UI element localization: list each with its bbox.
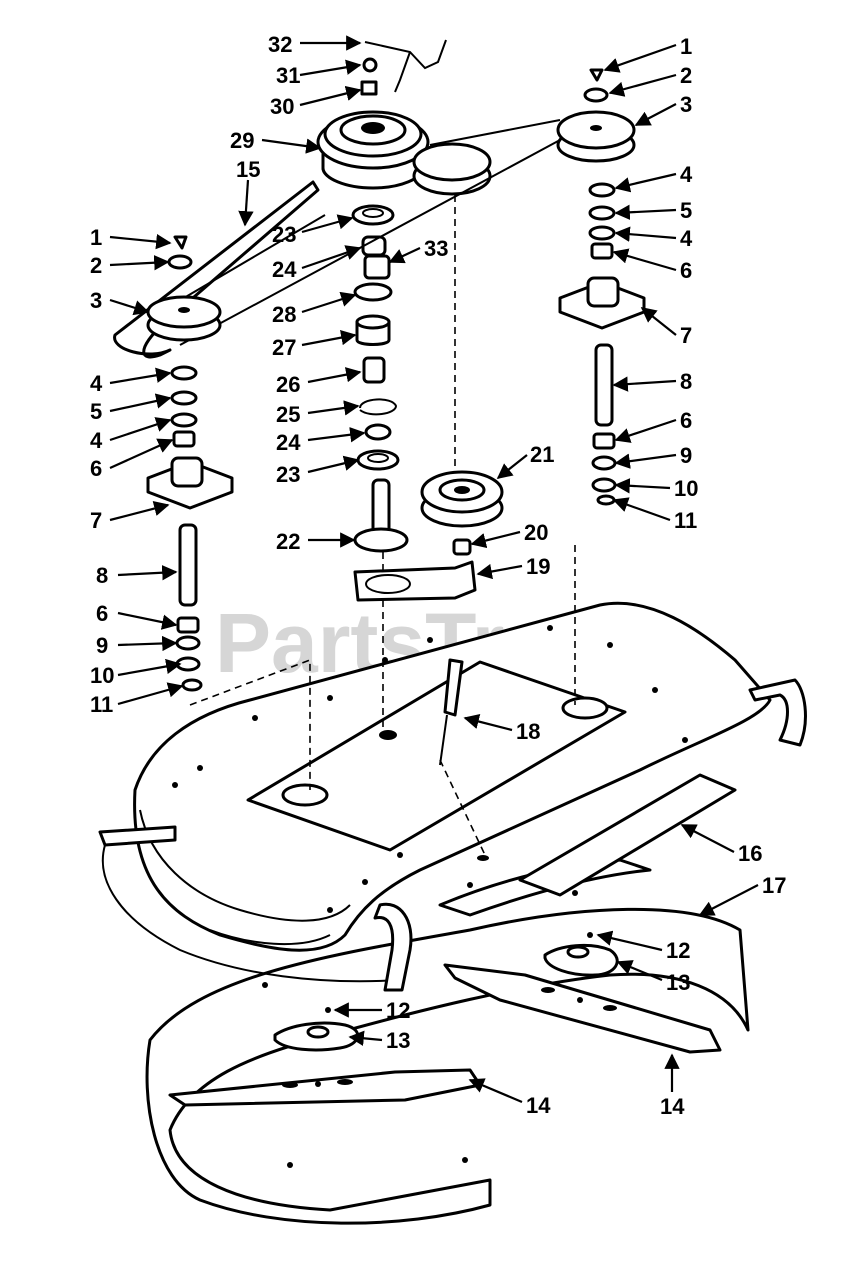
- callout-11-right: 11: [674, 508, 697, 533]
- callout-27: 27: [272, 335, 296, 360]
- callout-20: 20: [524, 520, 548, 545]
- callout-4-left-lower: 4: [90, 428, 103, 453]
- callout-2-left: 2: [90, 253, 102, 278]
- callout-3-left: 3: [90, 288, 102, 313]
- callout-14-left: 14: [526, 1093, 551, 1118]
- callout-9-left: 9: [96, 633, 108, 658]
- left-spindle-stack: [146, 235, 234, 692]
- callout-22: 22: [276, 529, 300, 554]
- callout-9-right: 9: [680, 443, 692, 468]
- callout-30: 30: [270, 94, 294, 119]
- callout-4-right-lower: 4: [680, 226, 693, 251]
- callout-3-right: 3: [680, 92, 692, 117]
- callout-17: 17: [762, 873, 786, 898]
- callout-2-right: 2: [680, 63, 692, 88]
- callout-11-left: 11: [90, 692, 113, 717]
- blade-right: [443, 963, 722, 1054]
- callout-21: 21: [530, 442, 554, 467]
- callout-14-right: 14: [660, 1094, 685, 1119]
- blade-bolt-left: [325, 1007, 331, 1013]
- callout-1-right: 1: [680, 34, 692, 59]
- callout-13-left: 13: [386, 1028, 410, 1053]
- callout-6-left-lower: 6: [96, 601, 108, 626]
- blade-adapter-right: [543, 944, 619, 977]
- callout-6-right-lower: 6: [680, 408, 692, 433]
- blade-bolt-right: [587, 932, 593, 938]
- callout-5-left: 5: [90, 399, 102, 424]
- callout-31: 31: [276, 63, 300, 88]
- callout-33: 33: [424, 236, 448, 261]
- callout-8-left: 8: [96, 563, 108, 588]
- callout-12-left: 12: [386, 998, 410, 1023]
- callout-7-right: 7: [680, 323, 692, 348]
- callout-25: 25: [276, 402, 300, 427]
- right-spindle-stack: [556, 68, 646, 506]
- callout-16: 16: [738, 841, 762, 866]
- callout-24-upper: 24: [272, 257, 297, 282]
- deck-housing: [98, 601, 807, 1225]
- callout-6-right-upper: 6: [680, 258, 692, 283]
- callout-7-left: 7: [90, 508, 102, 533]
- callout-24-lower: 24: [276, 430, 301, 455]
- callout-10-right: 10: [674, 476, 698, 501]
- callout-19: 19: [526, 554, 550, 579]
- callout-28: 28: [272, 302, 296, 327]
- callout-1-left: 1: [90, 225, 102, 250]
- callout-4-right-upper: 4: [680, 162, 693, 187]
- assembly-lines: [189, 195, 576, 856]
- callout-6-left-upper: 6: [90, 456, 102, 481]
- callout-labels: 32 31 30 29 15 23 24 33 28 27 26 25 24 2…: [90, 32, 786, 1119]
- callout-23-lower: 23: [276, 462, 300, 487]
- callout-5-right: 5: [680, 198, 692, 223]
- callout-32: 32: [268, 32, 292, 57]
- callout-23-upper: 23: [272, 222, 296, 247]
- callout-12-right: 12: [666, 938, 690, 963]
- callout-8-right: 8: [680, 369, 692, 394]
- callout-10-left: 10: [90, 663, 114, 688]
- callout-4-left-upper: 4: [90, 371, 103, 396]
- callout-13-right: 13: [666, 970, 690, 995]
- callout-15: 15: [236, 157, 260, 182]
- leader-lines: [109, 35, 759, 1104]
- callout-18: 18: [516, 719, 540, 744]
- callout-26: 26: [276, 372, 300, 397]
- center-stack: [113, 39, 561, 766]
- callout-29: 29: [230, 128, 254, 153]
